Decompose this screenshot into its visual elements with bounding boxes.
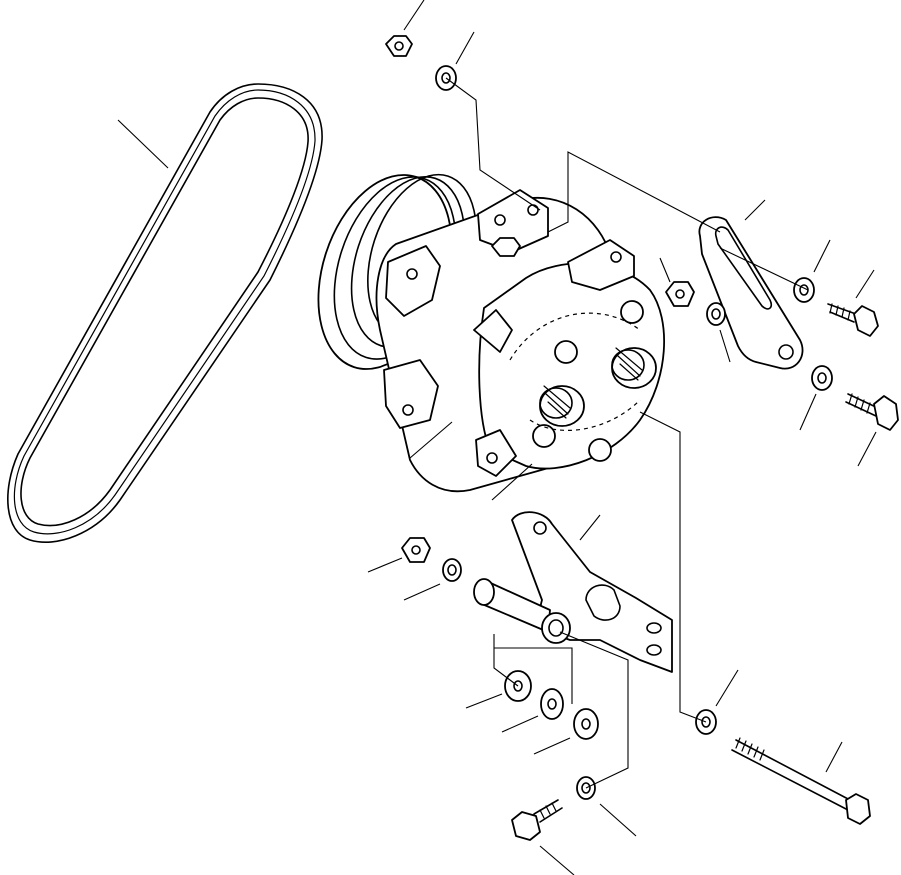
hex-nut: [368, 538, 430, 572]
suction-port: [612, 348, 656, 388]
flat-washer: [534, 709, 598, 754]
upper-adjusting-bracket: [699, 200, 802, 369]
lock-washer: [707, 303, 730, 362]
compressor: [295, 158, 664, 500]
lower-mounting-bracket: [474, 512, 672, 672]
lock-washer: [577, 777, 636, 836]
hex-nut: [386, 0, 424, 56]
lock-washer: [794, 240, 830, 302]
flat-washer: [502, 689, 563, 732]
assembly-lines: [446, 78, 808, 788]
lock-washer: [696, 670, 738, 734]
lock-washer: [404, 559, 461, 600]
discharge-port: [540, 386, 584, 426]
lock-washer: [800, 366, 832, 430]
hex-bolt: [846, 394, 898, 466]
lock-washer: [436, 32, 474, 90]
long-bolt: [732, 738, 870, 824]
hex-bolt: [828, 270, 878, 336]
hex-nut: [660, 258, 694, 306]
flat-washer: [466, 671, 531, 708]
drive-belt: [8, 84, 322, 542]
hex-bolt: [512, 800, 574, 875]
